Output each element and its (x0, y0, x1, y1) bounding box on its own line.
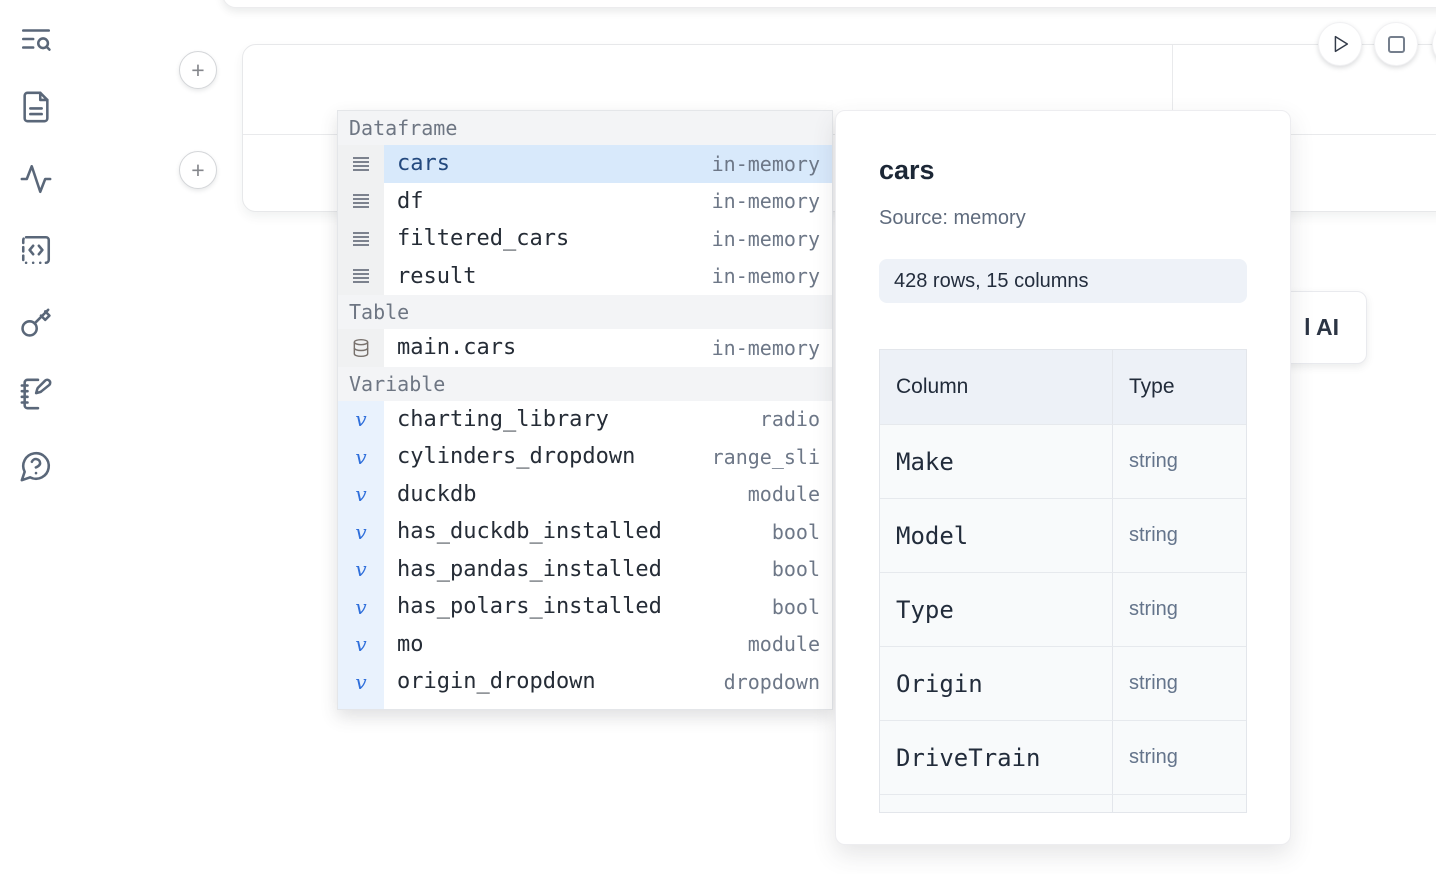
table-header-row: Column Type (880, 350, 1246, 424)
table-database-icon (353, 338, 369, 357)
key-icon[interactable] (19, 305, 53, 339)
column-header: Column (896, 375, 969, 398)
run-cell-button[interactable] (1318, 22, 1362, 66)
dataframe-icon (353, 269, 369, 284)
section-header-variable: Variable (338, 366, 832, 401)
table-row: Origin string (880, 646, 1246, 720)
dataframe-icon (353, 231, 369, 246)
preview-shape-badge: 428 rows, 15 columns (879, 259, 1247, 303)
variable-icon: v (355, 519, 367, 544)
type-header: Type (1129, 375, 1175, 398)
table-row: Model string (880, 498, 1246, 572)
dataframe-icon (353, 156, 369, 171)
variable-icon: v (355, 482, 367, 507)
section-header-table: Table (338, 295, 832, 329)
code-block-icon[interactable] (19, 233, 53, 267)
text-search-icon[interactable] (19, 22, 53, 56)
previous-cell-edge (222, 0, 1436, 8)
variable-icon: v (355, 444, 367, 469)
document-icon[interactable] (19, 90, 53, 124)
autocomplete-item-pd[interactable]: v pdmodule (338, 700, 832, 709)
cell-column-divider (1172, 45, 1173, 134)
stop-button[interactable] (1374, 22, 1418, 66)
table-row-partial (880, 794, 1246, 812)
help-chat-icon[interactable] (19, 449, 53, 483)
preview-title: cars (879, 155, 935, 185)
dataframe-preview-panel: cars Source: memory 428 rows, 15 columns… (835, 110, 1291, 845)
variable-icon: v (355, 594, 367, 619)
variable-icon: v (355, 557, 367, 582)
table-row: Type string (880, 572, 1246, 646)
play-icon (1334, 35, 1349, 53)
variable-icon: v (355, 669, 367, 694)
notebook-pen-icon[interactable] (19, 377, 53, 411)
stop-icon (1387, 35, 1405, 53)
preview-source: Source: memory (879, 207, 1026, 229)
preview-schema-table: Column Type Make string Model string Typ… (879, 349, 1247, 813)
variable-icon: v (355, 707, 366, 709)
table-row: DriveTrain string (880, 720, 1246, 794)
activity-icon[interactable] (19, 162, 53, 196)
variable-icon: v (355, 407, 367, 432)
add-cell-below-button[interactable]: + (179, 151, 217, 189)
section-header-dataframe: Dataframe (338, 111, 832, 145)
dataframe-icon (353, 194, 369, 209)
table-row: Make string (880, 424, 1246, 498)
add-cell-above-button[interactable]: + (179, 51, 217, 89)
variable-icon: v (355, 632, 367, 657)
